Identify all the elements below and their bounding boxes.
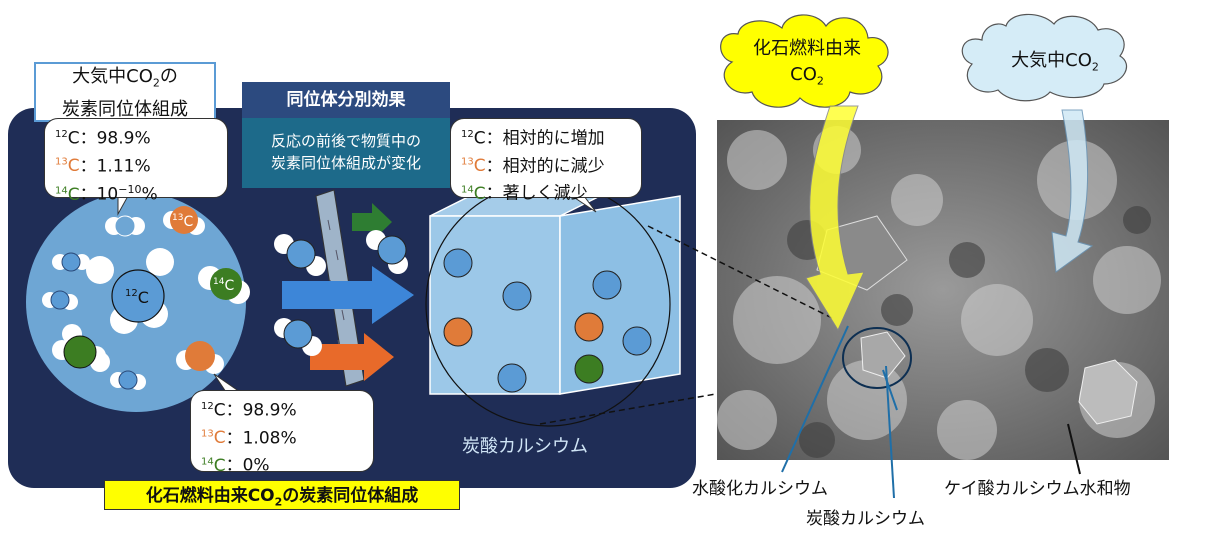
orange-arrow: [310, 333, 394, 381]
fossil-composition-label: 化石燃料由来CO2の炭素同位体組成: [104, 480, 460, 510]
fossil-iso-row-12: 12C：98.9%: [201, 400, 297, 421]
c12-molecule-dark: [52, 335, 106, 369]
product-iso-row-14: 14C：著しく減少: [461, 183, 588, 204]
atmos-iso-row-12: 12C：98.9%: [55, 128, 151, 149]
product-isotope-callout: 12C：相対的に増加 13C：相対的に減少 14C：著しく減少: [450, 118, 642, 204]
fossil-cloud-line1: 化石燃料由来: [753, 38, 861, 59]
leader-caco3: [885, 365, 895, 499]
fossil-flow-arrow: [805, 105, 865, 332]
fractionation-desc-line2: 炭素同位体組成が変化: [270, 154, 421, 172]
dashed-connector-top: [647, 225, 833, 319]
c12-atom-label: 12C: [125, 288, 149, 307]
blue-arrow: [282, 266, 414, 324]
fossil-cloud-line2: CO2: [790, 64, 824, 88]
fossil-cloud: [720, 14, 889, 108]
leader-ca-oh: [781, 325, 849, 473]
csh-label: ケイ酸カルシウム水和物: [944, 479, 1131, 499]
atmos-flow-arrow: [1051, 109, 1094, 273]
fossil-isotope-callout: 12C：98.9% 13C：1.08% 14C：0%: [190, 390, 374, 476]
caco3-sem-label: 炭酸カルシウム: [806, 509, 925, 529]
green-arrow: [352, 203, 392, 241]
atmos-composition-title: 大気中CO2の 炭素同位体組成: [34, 62, 216, 122]
c14-molecule: 14C: [198, 266, 250, 304]
svg-text:14C: 14C: [213, 277, 234, 294]
c13-molecule-bottom: [176, 341, 224, 374]
fractionation-description: 反応の前後で物質中の 炭素同位体組成が変化: [242, 118, 450, 188]
fossil-iso-row-13: 13C：1.08%: [201, 428, 297, 449]
sem-image: [717, 120, 1169, 460]
c13-molecule-top: 13C: [163, 206, 205, 235]
dashed-connector-bottom: [539, 393, 717, 425]
atmos-title-line2: 炭素同位体組成: [62, 98, 188, 120]
atmos-iso-row-14: 14C：10−10%: [55, 183, 158, 205]
atmos-isotope-callout: 12C：98.9% 13C：1.11% 14C：10−10%: [44, 118, 228, 205]
atmos-title-line1: 大気中CO2の: [72, 66, 178, 90]
atmosphere-cloud: [961, 13, 1127, 102]
caco3-panel-label: 炭酸カルシウム: [462, 436, 588, 457]
fractionation-desc-line1: 反応の前後で物質中の: [270, 132, 421, 150]
isotope-diagram-graphics: 12C 13C 14C: [26, 181, 681, 427]
ca-oh-label: 水酸化カルシウム: [692, 479, 828, 499]
fossil-iso-row-14: 14C：0%: [201, 455, 270, 476]
c12-atom: [111, 269, 165, 323]
leader-csh: [1067, 423, 1081, 475]
sem-texture: [717, 120, 1169, 460]
atmos-iso-row-13: 13C：1.11%: [55, 156, 151, 177]
fractionation-title: 同位体分別効果: [242, 82, 450, 118]
product-iso-row-13: 13C：相対的に減少: [461, 156, 605, 177]
atmos-cloud-label: 大気中CO2: [1011, 50, 1099, 74]
caco3-cube: [425, 181, 681, 427]
product-iso-row-12: 12C：相対的に増加: [461, 128, 605, 149]
svg-text:13C: 13C: [172, 213, 193, 230]
fossil-cloud-label: 化石燃料由来 CO2: [742, 36, 872, 95]
flow-molecules: [274, 230, 408, 356]
